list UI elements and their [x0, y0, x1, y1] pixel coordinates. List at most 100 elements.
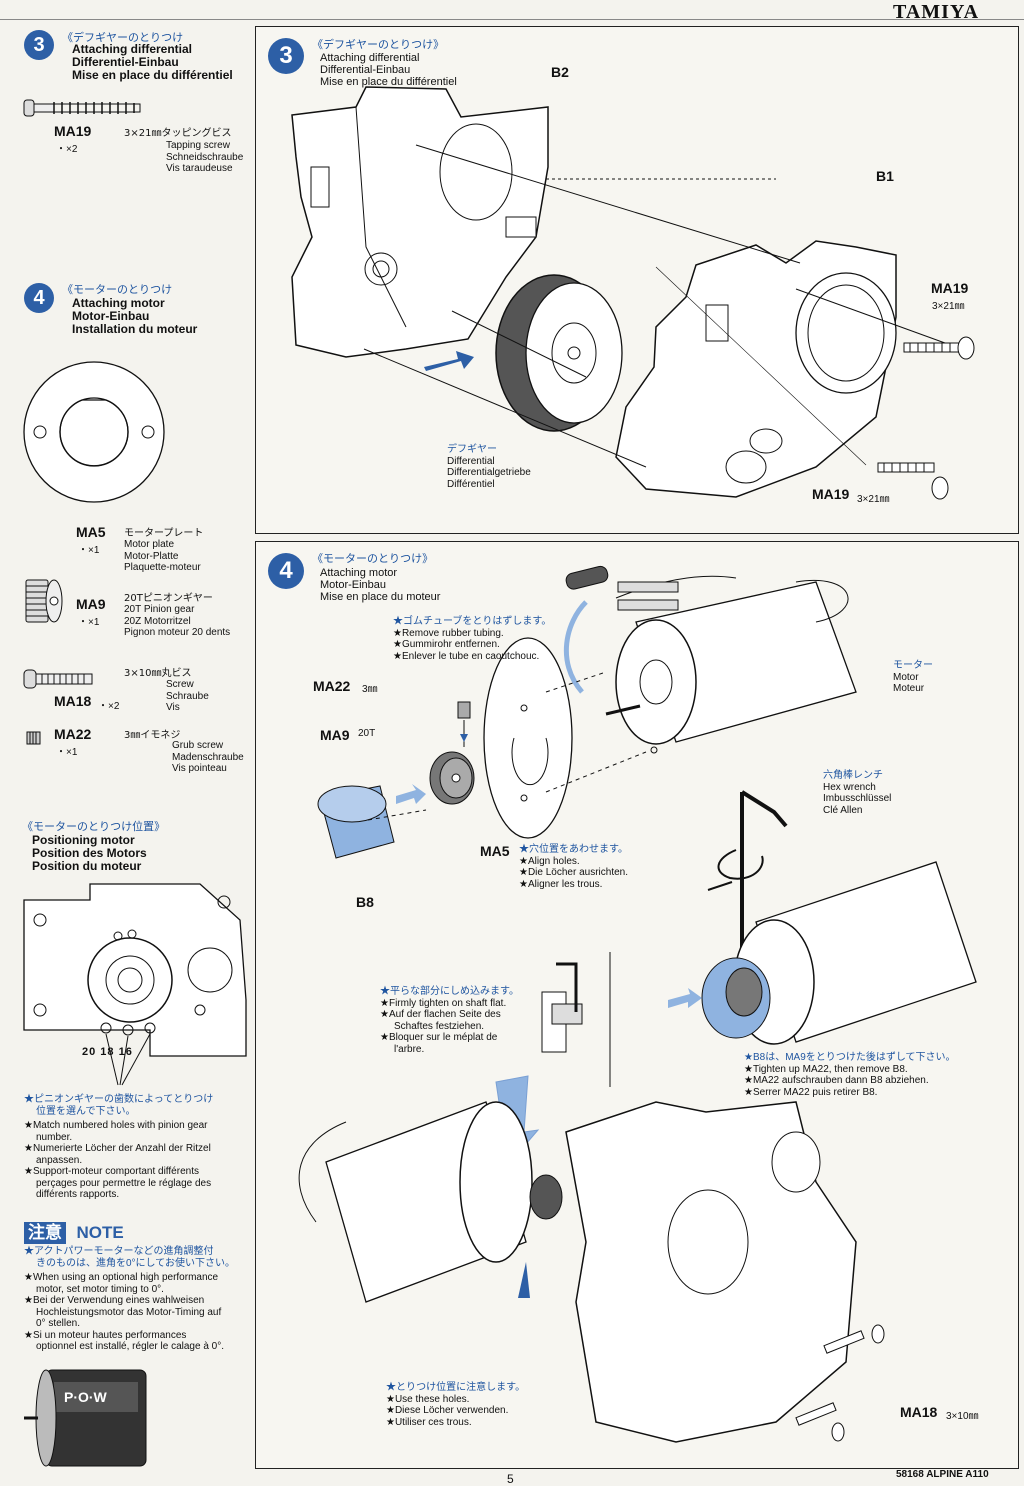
panel3-title-en: Attaching differential — [320, 52, 420, 64]
panel4-ma18-label: MA18 — [900, 1404, 938, 1420]
ma5-desc: Motor plate Motor-Platte Plaquette-moteu… — [124, 539, 201, 574]
step4-title: Attaching motor Motor-Einbau Installatio… — [72, 297, 197, 336]
tube-note-de: ★Gummirohr entfernen. — [393, 639, 500, 650]
differential-label-fr: Différentiel — [447, 478, 495, 490]
pinion-note-fr2: perçages pour permettre le réglage des — [36, 1177, 212, 1189]
panel4-ma22-label: MA22 — [313, 678, 351, 694]
ma18-desc: Screw Schraube Vis — [166, 679, 209, 714]
align-note-jp: ★穴位置をあわせます。 — [519, 844, 628, 855]
step3-number-badge: 3 — [24, 30, 54, 60]
b1-label: B1 — [876, 168, 894, 184]
hole-numbers: 20 18 16 — [82, 1046, 133, 1058]
hex-wrench-label-fr: Clé Allen — [823, 804, 863, 816]
differential-assembly-diagram — [291, 86, 975, 500]
panel4-ma9-label: MA9 — [320, 727, 350, 743]
align-note-fr: ★Aligner les trous. — [519, 878, 603, 890]
hex-wrench-label-de: Imbusschlüssel — [823, 793, 892, 804]
ma9-desc: 20T Pinion gear 20Z Motorritzel Pignon m… — [124, 604, 230, 639]
flat-note-de2: Schaftes festziehen. — [394, 1020, 485, 1032]
grub-screw-icon — [26, 731, 41, 745]
ma22-code: MA22 — [54, 726, 92, 742]
optional-motor-icon: P·O·W — [24, 1369, 147, 1467]
ma9-desc-fr: Pignon moteur 20 dents — [124, 627, 231, 638]
note-fr1: ★Si un moteur hautes performances — [24, 1329, 187, 1341]
step3-title-de: Differentiel-Einbau — [72, 55, 179, 69]
ma19-desc: Tapping screw Schneidschraube Vis taraud… — [166, 140, 243, 175]
flat-note-de1: ★Auf der flachen Seite des — [380, 1009, 501, 1020]
ma19-qty: ・×2 — [56, 144, 78, 155]
panel4-ma22-size: 3㎜ — [362, 684, 378, 695]
ma5-desc-fr: Plaquette-moteur — [124, 562, 201, 573]
ma9-jp: 20Tピニオンギヤー — [124, 593, 213, 604]
pinion-note-fr3: différents rapports. — [36, 1189, 120, 1200]
b8-note-en: ★Tighten up MA22, then remove B8. — [744, 1063, 908, 1075]
step3-jp-title: 《デフギヤーのとりつけ — [62, 31, 184, 44]
note-de1: ★Bei der Verwendung eines wahlweisen — [24, 1295, 205, 1306]
ma19-bottom-size: 3×21㎜ — [857, 494, 890, 505]
panel4-title-de: Motor-Einbau — [320, 579, 387, 591]
panel3-title-de: Differential-Einbau — [320, 64, 411, 76]
ma18-desc-fr: Vis — [166, 702, 180, 713]
step4-jp-title: 《モーターのとりつけ — [62, 283, 173, 296]
note-en2: motor, set motor timing to 0°. — [36, 1283, 164, 1295]
motor-label-jp: モーター — [893, 660, 933, 671]
ma9-desc-en: 20T Pinion gear — [124, 604, 195, 615]
flat-note: ★平らな部分にしめ込みます。 ★Firmly tighten on shaft … — [380, 986, 536, 1055]
tube-note-fr: ★Enlever le tube en caoutchouc. — [393, 650, 540, 662]
round-screw-icon — [23, 669, 93, 689]
panel3-title: Attaching differential Differential-Einb… — [320, 52, 457, 88]
panel4-title-fr: Mise en place du moteur — [320, 591, 441, 603]
ma5-desc-en: Motor plate — [124, 539, 175, 550]
panel4-ma5-label: MA5 — [480, 843, 510, 859]
align-note-en: ★Align holes. — [519, 855, 580, 867]
page-number: 5 — [507, 1472, 514, 1486]
hex-wrench-label-jp: 六角棒レンチ — [823, 770, 883, 781]
ma9-code: MA9 — [76, 596, 106, 612]
ma22-desc: Grub screw Madenschraube Vis pointeau — [172, 740, 244, 775]
step3-title-fr: Mise en place du différentiel — [72, 68, 233, 82]
motor-assembly-diagram — [298, 565, 977, 1443]
pinion-note-jp1: ★ピニオンギヤーの歯数によってとりつけ — [24, 1094, 214, 1105]
motor-plate-icon — [23, 361, 165, 503]
panel4-ma18-size: 3×10㎜ — [946, 1411, 979, 1422]
positioning-title-fr: Position du moteur — [32, 859, 142, 873]
ma19-bottom-label: MA19 — [812, 486, 850, 502]
flat-note-fr1: ★Bloquer sur le méplat de — [380, 1032, 498, 1043]
ma19-screw-bottom — [877, 462, 949, 500]
flat-note-en: ★Firmly tighten on shaft flat. — [380, 997, 507, 1009]
panel4-title-en: Attaching motor — [320, 567, 398, 579]
panel3-title-fr: Mise en place du différentiel — [320, 76, 457, 88]
panel3-number-badge: 3 — [268, 38, 304, 74]
ma19-code: MA19 — [54, 123, 92, 139]
motor-label: モーター Motor Moteur — [893, 660, 933, 695]
align-note: ★穴位置をあわせます。 ★Align holes. ★Die Löcher au… — [519, 844, 628, 890]
hex-wrench-label-en: Hex wrench — [823, 781, 876, 793]
step4-title-en: Attaching motor — [72, 296, 165, 310]
hex-wrench-label: 六角棒レンチ Hex wrench Imbusschlüssel Clé All… — [823, 770, 891, 816]
position-note-de: ★Diese Löcher verwenden. — [386, 1405, 509, 1416]
ma5-desc-de: Motor-Platte — [124, 550, 179, 562]
position-note-jp: ★とりつけ位置に注意します。 — [386, 1382, 526, 1393]
ma22-desc-de: Madenschraube — [172, 751, 244, 763]
ma5-jp: モータープレート — [124, 528, 204, 539]
b8-note-fr: ★Serrer MA22 puis retirer B8. — [744, 1086, 878, 1098]
ma5-code: MA5 — [76, 524, 106, 540]
positioning-title-en: Positioning motor — [32, 833, 135, 847]
ma19-screw-top — [903, 336, 975, 360]
differential-label: デフギヤー Differential Differentialgetriebe … — [447, 444, 531, 490]
note-de3: 0° stellen. — [36, 1318, 81, 1329]
ma18-code: MA18 — [54, 693, 92, 709]
brand-logo: TAMIYA — [893, 1, 980, 23]
ma19-top-size: 3×21㎜ — [932, 301, 965, 312]
pinion-note-en2: number. — [36, 1131, 73, 1143]
differential-label-jp: デフギヤー — [447, 444, 497, 455]
svg-text:P·O·W: P·O·W — [64, 1389, 108, 1405]
note-jp2: きのものは、進角を0°にしてお使い下さい。 — [36, 1257, 235, 1269]
panel4-title: Attaching motor Motor-Einbau Mise en pla… — [320, 567, 440, 603]
note-fr2: optionnel est installé, régler le calage… — [36, 1341, 225, 1352]
ma22-qty: ・×1 — [56, 747, 78, 758]
ma22-desc-en: Grub screw — [172, 740, 224, 751]
model-footer: 58168 ALPINE A110 — [896, 1469, 989, 1480]
b8-note-jp: ★B8は、MA9をとりつけた後はずして下さい。 — [744, 1052, 956, 1063]
flat-note-jp: ★平らな部分にしめ込みます。 — [380, 986, 519, 997]
